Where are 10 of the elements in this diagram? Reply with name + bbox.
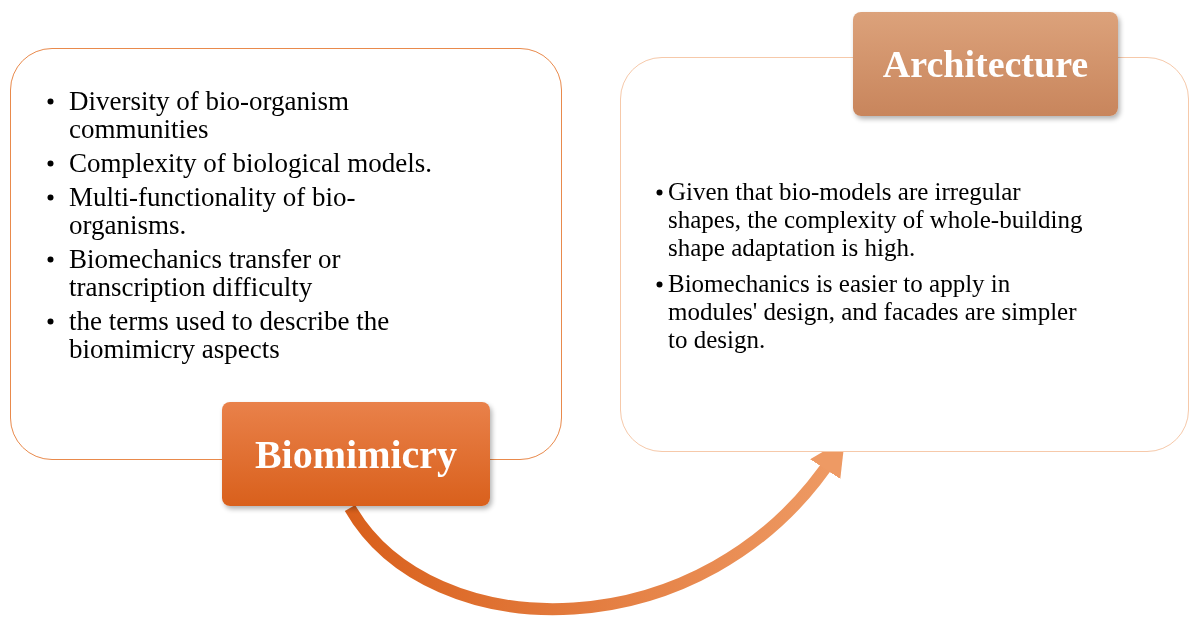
bullet-item: Multi-functionality of bio-organisms. [45, 183, 434, 239]
title-text: Biomimicry [254, 430, 458, 478]
bullet-item: Biomechanics is easier to apply in modules' design, and facades are simpler to design. [656, 270, 1093, 354]
bullet-item: Complexity of biological models. [45, 149, 434, 177]
title-text: Architecture [882, 42, 1089, 86]
title-box [222, 402, 490, 506]
bullet-item: Given that bio-models are irregular shapes, the complexity of whole-building shape adaptation is high. [656, 178, 1093, 262]
title-box [853, 12, 1118, 116]
bullet-item: the terms used to describe the biomimicry aspects [45, 307, 434, 363]
bullet-item: Diversity of bio-organism communities [45, 87, 434, 143]
